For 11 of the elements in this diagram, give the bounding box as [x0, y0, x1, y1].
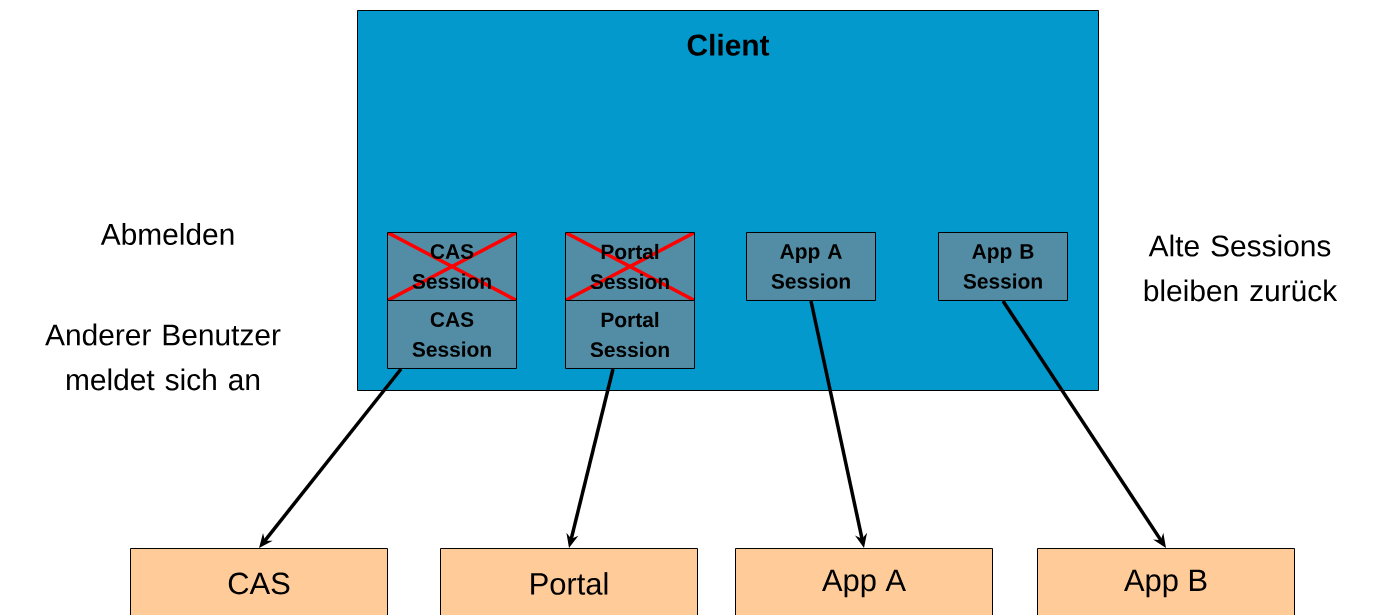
session-box: Portal Session: [565, 300, 695, 369]
note-text: Abmelden: [100, 223, 234, 245]
note-text: Anderer Benutzer meldet sich an: [45, 323, 281, 391]
session-box: App A Session: [746, 232, 876, 301]
session-box: CAS Session: [387, 300, 517, 369]
server-box: App B: [1037, 548, 1295, 615]
server-box: App A: [735, 548, 993, 615]
server-box: CAS: [130, 548, 388, 615]
server-box: Portal: [440, 548, 698, 615]
session-box: App B Session: [938, 232, 1068, 301]
note-text: Alte Sessions bleiben zurück: [1144, 234, 1338, 302]
